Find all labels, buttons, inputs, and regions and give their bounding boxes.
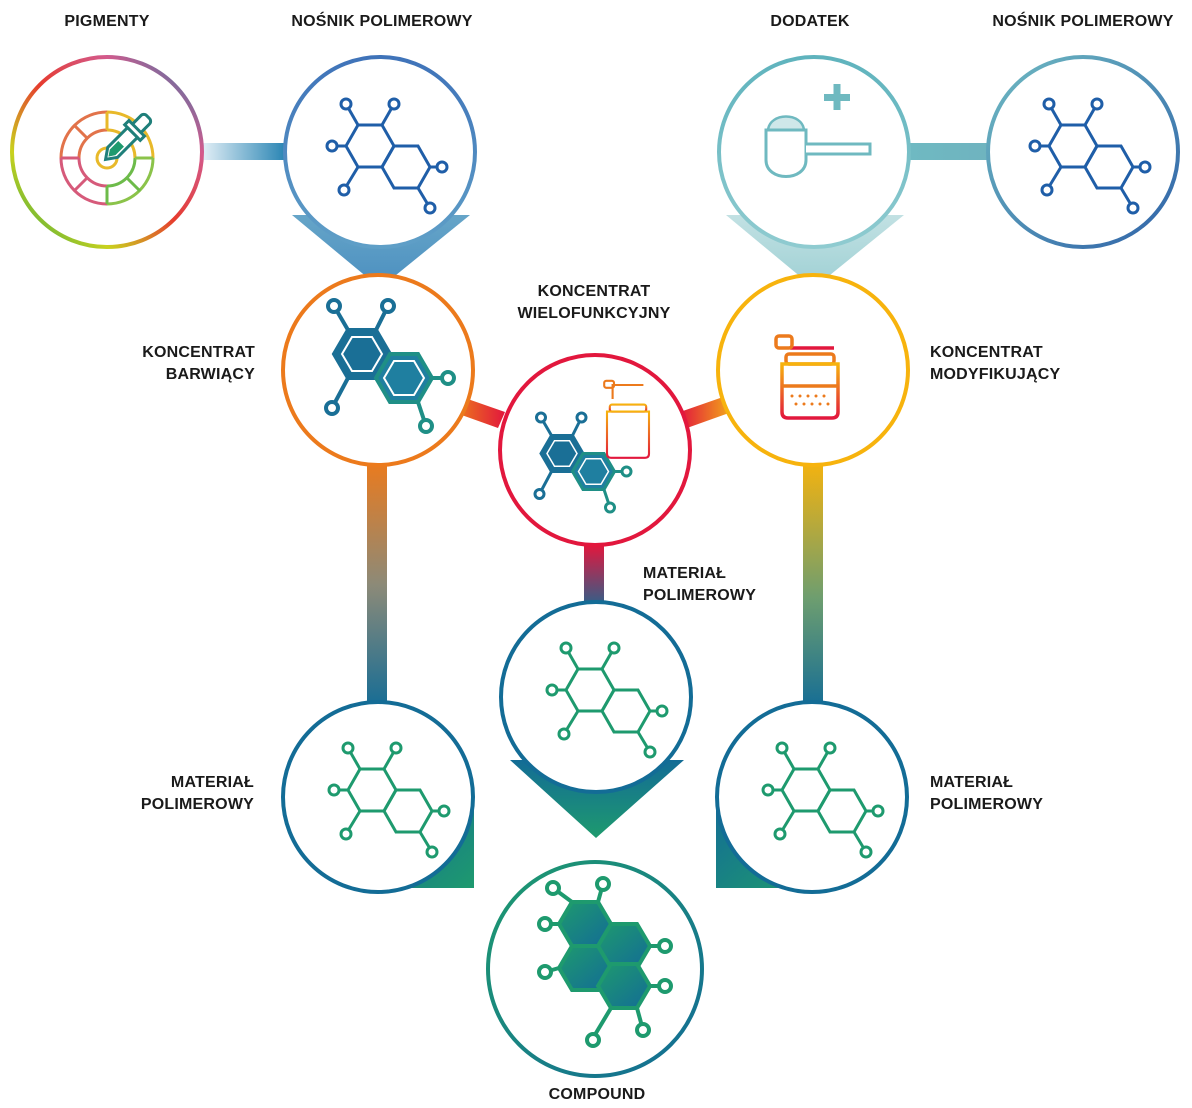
label-koncentrat-wielofunkcyjny: KONCENTRAT WIELOFUNKCYJNY [517, 281, 670, 325]
jar-with-scoop-icon [774, 334, 840, 420]
label-material-center-line1: MATERIAŁ [643, 565, 727, 582]
label-pigmenty: PIGMENTY [64, 13, 150, 30]
label-material-right-line2: POLIMEROWY [930, 796, 1044, 813]
connector-multifunction-vertical [584, 545, 604, 615]
circle-nosnik-left [283, 55, 477, 249]
circle-nosnik-right [986, 55, 1180, 249]
label-material-left-line2: POLIMEROWY [140, 796, 254, 813]
circle-material-center [499, 600, 693, 794]
circle-material-left [281, 700, 475, 894]
circle-koncentrat-wielofunkcyjny [498, 353, 692, 547]
label-material-polimerowy-center: MATERIAŁ POLIMEROWY [643, 563, 756, 607]
label-nosnik-polimerowy-right: NOŚNIK POLIMEROWY [992, 13, 1174, 30]
label-koncentrat-barwiacy: KONCENTRAT BARWIĄCY [142, 342, 255, 386]
molecule-gradient-icon [537, 876, 673, 1048]
label-material-left-line1: MATERIAŁ [170, 774, 254, 791]
label-dodatek: DODATEK [770, 13, 850, 30]
connector-pigments-carrier [200, 143, 290, 160]
molecule-filled-icon [324, 298, 456, 434]
color-wheel-dropper-icon [59, 110, 155, 206]
connector-colour-vertical [367, 460, 387, 710]
label-koncentrat-modyfikujacy-line2: MODYFIKUJĄCY [930, 366, 1061, 383]
circle-material-right [715, 700, 909, 894]
label-material-polimerowy-left: MATERIAŁ POLIMEROWY [141, 772, 254, 816]
label-koncentrat-barwiacy-line1: KONCENTRAT [142, 344, 255, 361]
label-material-center-line2: POLIMEROWY [643, 587, 757, 604]
label-nosnik-polimerowy-left: NOŚNIK POLIMEROWY [291, 13, 473, 30]
label-material-polimerowy-right: MATERIAŁ POLIMEROWY [930, 772, 1043, 816]
connector-modifying-vertical [803, 460, 823, 710]
label-material-right-line1: MATERIAŁ [930, 774, 1014, 791]
connector-additive-carrier [900, 143, 990, 160]
connector-multifunction-modifying [680, 397, 729, 428]
label-koncentrat-wielofunkcyjny-line2: WIELOFUNKCYJNY [517, 305, 671, 322]
circle-koncentrat-modyfikujacy [716, 273, 910, 467]
powder-scoop-plus-icon [764, 84, 872, 178]
label-koncentrat-modyfikujacy-line1: KONCENTRAT [930, 344, 1043, 361]
label-koncentrat-wielofunkcyjny-line1: KONCENTRAT [537, 283, 651, 300]
label-koncentrat-barwiacy-line2: BARWIĄCY [165, 366, 255, 383]
molecule-and-jar-icon [533, 379, 651, 514]
label-koncentrat-modyfikujacy: KONCENTRAT MODYFIKUJĄCY [930, 342, 1060, 386]
label-compound: COMPOUND [548, 1086, 646, 1103]
